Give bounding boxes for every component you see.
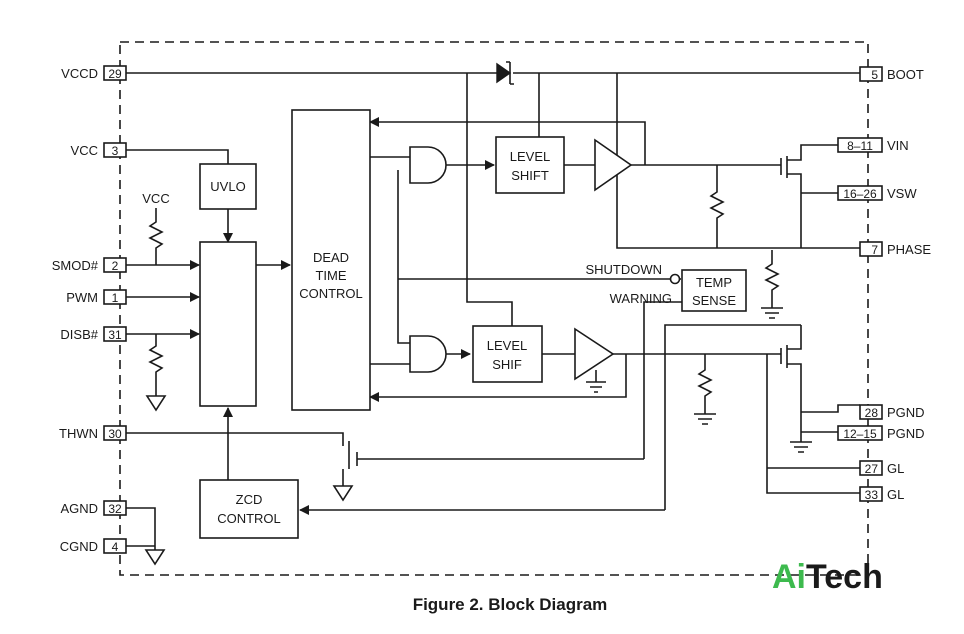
dead-time-label-3: CONTROL — [299, 286, 363, 301]
pin-vcc: VCC 3 — [71, 142, 127, 158]
watermark-part1: Ai — [772, 558, 806, 596]
pin-label: PGND — [887, 426, 925, 441]
uvlo-label: UVLO — [210, 179, 245, 194]
pin-pwm: PWM 1 — [66, 289, 127, 305]
pin-vsw: 16–26 VSW — [837, 185, 917, 201]
watermark-logo: AiTech — [772, 558, 883, 596]
pin-smod: SMOD# 2 — [52, 257, 127, 273]
level-shift-top-label-1: LEVEL — [510, 149, 550, 164]
input-logic-block — [199, 241, 257, 407]
pin-number: 16–26 — [843, 187, 877, 201]
pin-number: 4 — [112, 540, 119, 554]
pin-number: 3 — [112, 144, 119, 158]
pin-label: VCC — [71, 143, 98, 158]
pin-number: 12–15 — [843, 427, 877, 441]
temp-sense-block — [681, 269, 747, 312]
figure-caption: Figure 2. Block Diagram — [413, 595, 608, 614]
pin-number: 32 — [108, 502, 122, 516]
temp-sense-label-2: SENSE — [692, 293, 736, 308]
and-gate-top-icon — [409, 146, 447, 184]
pin-vccd: VCCD 29 — [61, 65, 127, 81]
pin-number: 27 — [865, 462, 879, 476]
pin-number: 8–11 — [847, 139, 873, 153]
pin-label: SMOD# — [52, 258, 99, 273]
pin-number: 28 — [865, 406, 879, 420]
pin-label: VIN — [887, 138, 909, 153]
level-shift-top-block — [495, 136, 565, 194]
pin-label: PHASE — [887, 242, 931, 257]
pin-gl-27: 27 GL — [859, 460, 904, 476]
pin-label: GL — [887, 487, 904, 502]
level-shift-top-label-2: SHIFT — [511, 168, 549, 183]
pin-agnd: AGND 32 — [60, 500, 127, 516]
level-shift-bottom-block — [472, 325, 543, 383]
wires — [126, 72, 860, 566]
level-shift-bottom-label-1: LEVEL — [487, 338, 527, 353]
bootstrap-diode-icon — [496, 61, 514, 85]
pin-label: THWN — [59, 426, 98, 441]
pin-label: BOOT — [887, 67, 924, 82]
zcd-label-2: CONTROL — [217, 511, 281, 526]
shutdown-label: SHUTDOWN — [585, 262, 662, 277]
pin-pgnd-12-15: 12–15 PGND — [837, 425, 925, 441]
low-side-driver-icon — [574, 327, 615, 381]
level-shift-bottom-label-2: SHIF — [492, 357, 522, 372]
pin-number: 1 — [112, 291, 119, 305]
pin-pgnd-28: 28 PGND — [859, 404, 925, 420]
high-side-driver-icon — [594, 138, 633, 192]
pin-boot: 5 BOOT — [859, 66, 924, 82]
and-gate-bottom-icon — [409, 335, 447, 373]
temp-sense-label-1: TEMP — [696, 275, 732, 290]
pin-number: 5 — [871, 68, 878, 82]
pin-gl-33: 33 GL — [859, 486, 904, 502]
zcd-label-1: ZCD — [236, 492, 263, 507]
pin-label: VCCD — [61, 66, 98, 81]
pin-vin: 8–11 VIN — [837, 137, 909, 153]
package-outline — [119, 41, 869, 576]
pin-number: 29 — [108, 67, 122, 81]
warning-label: WARNING — [610, 291, 672, 306]
pin-label: PGND — [887, 405, 925, 420]
uvlo-block — [199, 163, 257, 210]
pin-label: DISB# — [60, 327, 98, 342]
pin-number: 31 — [108, 328, 122, 342]
pin-label: CGND — [60, 539, 98, 554]
pin-thwn: THWN 30 — [59, 425, 127, 441]
pin-number: 2 — [112, 259, 119, 273]
pin-number: 33 — [865, 488, 879, 502]
dead-time-label-1: DEAD — [313, 250, 349, 265]
pin-label: VSW — [887, 186, 917, 201]
watermark-part2: Tech — [806, 558, 883, 596]
pin-label: GL — [887, 461, 904, 476]
dead-time-control-block — [291, 109, 371, 411]
vcc-pullup-label: VCC — [142, 191, 169, 206]
pin-label: AGND — [60, 501, 98, 516]
pin-number: 30 — [108, 427, 122, 441]
pin-number: 7 — [871, 243, 878, 257]
pin-phase: 7 PHASE — [859, 241, 931, 257]
pin-disb: DISB# 31 — [60, 326, 127, 342]
dead-time-label-2: TIME — [315, 268, 346, 283]
pin-cgnd: CGND 4 — [60, 538, 127, 554]
zcd-control-block — [199, 479, 299, 539]
pin-label: PWM — [66, 290, 98, 305]
